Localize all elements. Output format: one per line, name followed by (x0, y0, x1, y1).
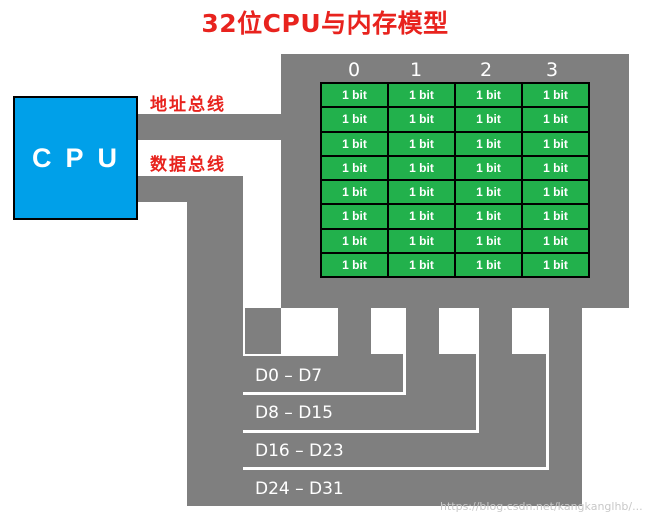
memory-cell: 1 bit (456, 84, 521, 107)
memory-cell: 1 bit (322, 229, 387, 252)
data-bus (137, 176, 187, 202)
lane-line-0v (335, 308, 338, 356)
memory-cell: 1 bit (456, 181, 521, 204)
memory-cell: 1 bit (322, 156, 387, 179)
separator-h0 (243, 354, 337, 356)
memory-cell: 1 bit (389, 132, 454, 155)
data-connector-2 (478, 300, 512, 360)
memory-cell: 1 bit (456, 156, 521, 179)
column-header-1: 1 (409, 59, 423, 81)
data-line-label-3: D24 – D31 (255, 479, 344, 499)
lane-line-3v (546, 308, 549, 470)
memory-cell: 1 bit (389, 84, 454, 107)
data-line-label-1: D8 – D15 (255, 403, 333, 423)
data-bus-label: 数据总线 (150, 155, 226, 175)
column-header-2: 2 (479, 59, 493, 81)
memory-cell: 1 bit (322, 108, 387, 131)
lane-line-2v (476, 308, 479, 433)
memory-cell: 1 bit (523, 205, 588, 228)
memory-cell: 1 bit (389, 253, 454, 276)
lane-line-1 (243, 392, 405, 395)
memory-cell: 1 bit (523, 181, 588, 204)
gap-3 (512, 308, 548, 354)
memory-cell: 1 bit (322, 181, 387, 204)
column-header-0: 0 (347, 59, 361, 81)
address-bus (137, 114, 283, 140)
memory-cell: 1 bit (389, 205, 454, 228)
lane-line-3 (243, 467, 548, 470)
data-connector-3 (548, 300, 582, 360)
separator-v0 (243, 308, 245, 356)
memory-cell: 1 bit (322, 84, 387, 107)
memory-cell: 1 bit (456, 253, 521, 276)
memory-cell: 1 bit (322, 132, 387, 155)
memory-cell: 1 bit (389, 108, 454, 131)
column-header-3: 3 (545, 59, 559, 81)
memory-cell: 1 bit (456, 108, 521, 131)
gap-1 (371, 308, 405, 354)
memory-cell: 1 bit (389, 181, 454, 204)
memory-cell: 1 bit (322, 205, 387, 228)
memory-cell: 1 bit (523, 229, 588, 252)
memory-cell: 1 bit (523, 132, 588, 155)
memory-cell: 1 bit (456, 205, 521, 228)
memory-cell: 1 bit (523, 156, 588, 179)
memory-cell: 1 bit (389, 229, 454, 252)
address-bus-label: 地址总线 (150, 95, 226, 115)
memory-cell: 1 bit (322, 253, 387, 276)
gap-2 (439, 308, 478, 354)
data-connector-0 (337, 300, 371, 360)
cpu-box: CPU (13, 96, 138, 220)
memory-cell: 1 bit (456, 132, 521, 155)
data-line-label-2: D16 – D23 (255, 441, 344, 461)
memory-cell: 1 bit (456, 229, 521, 252)
memory-cell: 1 bit (523, 253, 588, 276)
memory-to-bus-left (243, 308, 281, 358)
data-connector-1 (405, 300, 439, 360)
data-line-label-0: D0 – D7 (255, 366, 323, 386)
memory-cell: 1 bit (523, 84, 588, 107)
page-title: 32位CPU与内存模型 (201, 9, 449, 38)
lane-line-2 (243, 430, 478, 433)
lane-line-1v (403, 308, 406, 395)
watermark: https://blog.csdn.net/kangkanglhb/... (440, 500, 643, 513)
memory-cell: 1 bit (523, 108, 588, 131)
memory-cell: 1 bit (389, 156, 454, 179)
